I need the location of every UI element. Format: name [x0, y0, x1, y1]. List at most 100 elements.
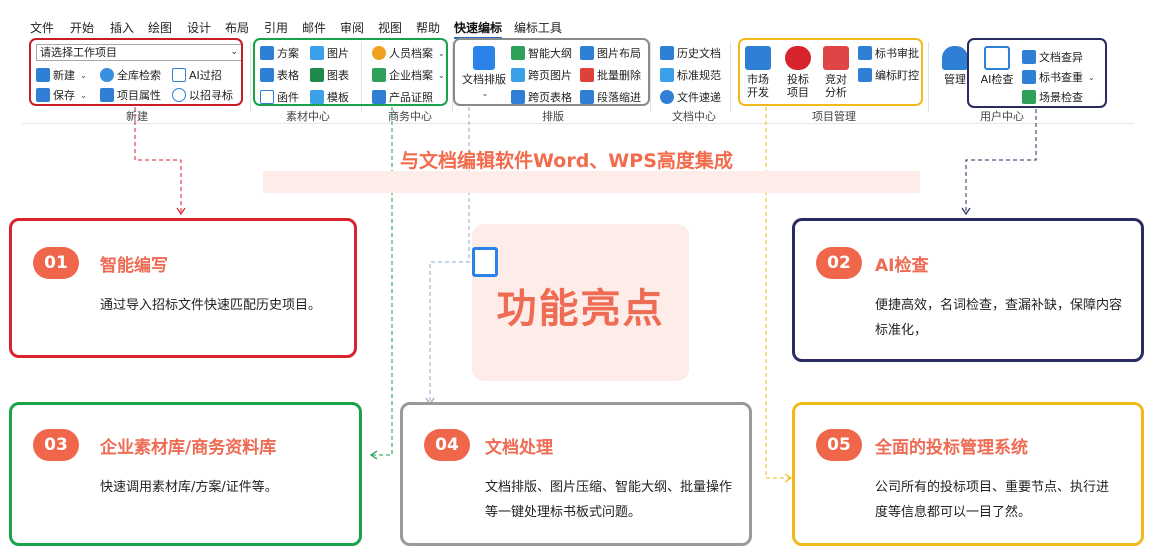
card-number: 02 [816, 247, 862, 279]
bid-project-button[interactable]: 投标项目 [780, 46, 816, 99]
paragraph-indent-label: 段落缩进 [597, 91, 641, 104]
template-button[interactable]: 模板 [310, 88, 349, 106]
chevron-down-icon: ⌄ [438, 48, 445, 58]
menu-layout[interactable]: 布局 [225, 21, 250, 35]
staff-archive-button[interactable]: 人员档案 ⌄ [372, 44, 445, 62]
company-archive-button[interactable]: 企业档案 ⌄ [372, 66, 445, 84]
doc-diff-icon [1022, 50, 1036, 64]
doc-diff-label: 文档查异 [1039, 51, 1083, 64]
feature-card-04: 04 文档处理 文档排版、图片压缩、智能大纲、批量操作等一键处理标书板式问题。 [400, 402, 752, 546]
doc-diff-button[interactable]: 文档查异 [1022, 48, 1083, 66]
chevron-down-icon: ⌄ [1088, 72, 1095, 82]
paragraph-indent-button[interactable]: 段落缩进 [580, 88, 641, 106]
table-button[interactable]: 表格 [260, 66, 299, 84]
menu-help[interactable]: 帮助 [416, 21, 441, 35]
hero-panel: 功能亮点 [472, 224, 689, 381]
standard-button[interactable]: 标准规范 [660, 66, 721, 84]
bid-search-button[interactable]: 以招寻标 [172, 86, 233, 104]
doc-layout-button[interactable]: 文档排版⌄ [460, 46, 508, 100]
ai-check-button[interactable]: AI检查 [976, 46, 1018, 86]
image-button[interactable]: 图片 [310, 44, 349, 62]
menu-home[interactable]: 开始 [70, 21, 95, 35]
letter-button[interactable]: 函件 [260, 88, 299, 106]
new-button[interactable]: 新建⌄ [36, 66, 87, 84]
standard-label: 标准规范 [677, 69, 721, 82]
scene-check-button[interactable]: 场景检查 [1022, 88, 1083, 106]
cross-page-table-button[interactable]: 跨页表格 [511, 88, 572, 106]
separator [361, 42, 362, 112]
bid-search-label: 以招寻标 [189, 89, 233, 102]
history-icon [660, 46, 674, 60]
card-description: 便捷高效，名词检查，查漏补缺，保障内容标准化， [875, 298, 1123, 338]
group-label-doc: 文档中心 [672, 110, 716, 123]
market-dev-button[interactable]: 市场开发 [740, 46, 776, 99]
manage-button[interactable]: 管理 [938, 46, 972, 86]
new-label: 新建 [53, 69, 75, 82]
separator [928, 42, 929, 112]
cross-image-icon [511, 68, 525, 82]
menu-mailings[interactable]: 邮件 [302, 21, 327, 35]
separator [730, 42, 731, 112]
menu-insert[interactable]: 插入 [110, 21, 135, 35]
product-cert-label: 产品证照 [389, 91, 433, 104]
approval-icon [858, 46, 872, 60]
menu-quick-bid[interactable]: 快速编标 [454, 19, 503, 39]
competitor-label-1: 竞对 [825, 73, 847, 86]
market-dev-label-2: 开发 [747, 86, 769, 99]
template-icon [310, 90, 324, 104]
full-search-button[interactable]: 全库检索 [100, 66, 161, 84]
chevron-down-icon: ⌄ [438, 70, 445, 80]
image-layout-icon [580, 46, 594, 60]
duplicate-check-button[interactable]: 标书查重⌄ [1022, 68, 1095, 86]
market-icon [745, 46, 771, 70]
document-icon [472, 247, 498, 277]
menu-design[interactable]: 设计 [187, 21, 212, 35]
company-icon [372, 68, 386, 82]
staff-archive-label: 人员档案 [389, 47, 433, 60]
menu-references[interactable]: 引用 [264, 21, 289, 35]
separator [452, 42, 453, 112]
save-button[interactable]: 保存⌄ [36, 86, 87, 104]
card-title: AI检查 [875, 256, 929, 276]
feature-card-05: 05 全面的投标管理系统 公司所有的投标项目、重要节点、执行进度等信息都可以一目… [792, 402, 1144, 546]
project-select-value: 请选择工作项目 [40, 46, 117, 59]
batch-delete-button[interactable]: 批量删除 [580, 66, 641, 84]
certificate-icon [372, 90, 386, 104]
bid-approval-button[interactable]: 标书审批 [858, 44, 919, 62]
cross-page-image-button[interactable]: 跨页图片 [511, 66, 572, 84]
file-express-button[interactable]: 文件速递 [660, 88, 721, 106]
scheme-button[interactable]: 方案 [260, 44, 299, 62]
smart-outline-button[interactable]: 智能大纲 [511, 44, 572, 62]
table-icon [260, 68, 274, 82]
history-doc-label: 历史文档 [677, 47, 721, 60]
menu-file[interactable]: 文件 [30, 21, 55, 35]
ai-check-label: AI检查 [980, 73, 1014, 86]
card-number: 01 [33, 247, 79, 279]
menu-review[interactable]: 审阅 [340, 21, 365, 35]
save-label: 保存 [53, 89, 75, 102]
separator [650, 42, 651, 112]
menu-view[interactable]: 视图 [378, 21, 403, 35]
bid-approval-label: 标书审批 [875, 47, 919, 60]
search-icon [100, 68, 114, 82]
project-select[interactable]: 请选择工作项目⌄ [36, 44, 242, 61]
competitor-button[interactable]: 竞对分析 [818, 46, 854, 99]
menu-draw[interactable]: 绘图 [148, 21, 173, 35]
image-icon [310, 46, 324, 60]
doc-layout-icon [473, 46, 495, 70]
project-props-button[interactable]: 项目属性 [100, 86, 161, 104]
connector-03 [372, 107, 393, 456]
group-label-project: 项目管理 [812, 110, 856, 123]
chart-button[interactable]: 图表 [310, 66, 349, 84]
company-archive-label: 企业档案 [389, 69, 433, 82]
feature-card-02: 02 AI检查 便捷高效，名词检查，查漏补缺，保障内容标准化， [792, 218, 1144, 362]
bid-monitor-button[interactable]: 编标盯控 [858, 66, 919, 84]
ai-scan-icon [172, 68, 186, 82]
ai-bid-button[interactable]: AI过招 [172, 66, 222, 84]
menu-bid-tools[interactable]: 编标工具 [514, 21, 563, 35]
product-cert-button[interactable]: 产品证照 [372, 88, 433, 106]
history-doc-button[interactable]: 历史文档 [660, 44, 721, 62]
image-layout-button[interactable]: 图片布局 [580, 44, 641, 62]
card-description: 通过导入招标文件快速匹配历史项目。 [100, 298, 322, 313]
cross-table-icon [511, 90, 525, 104]
